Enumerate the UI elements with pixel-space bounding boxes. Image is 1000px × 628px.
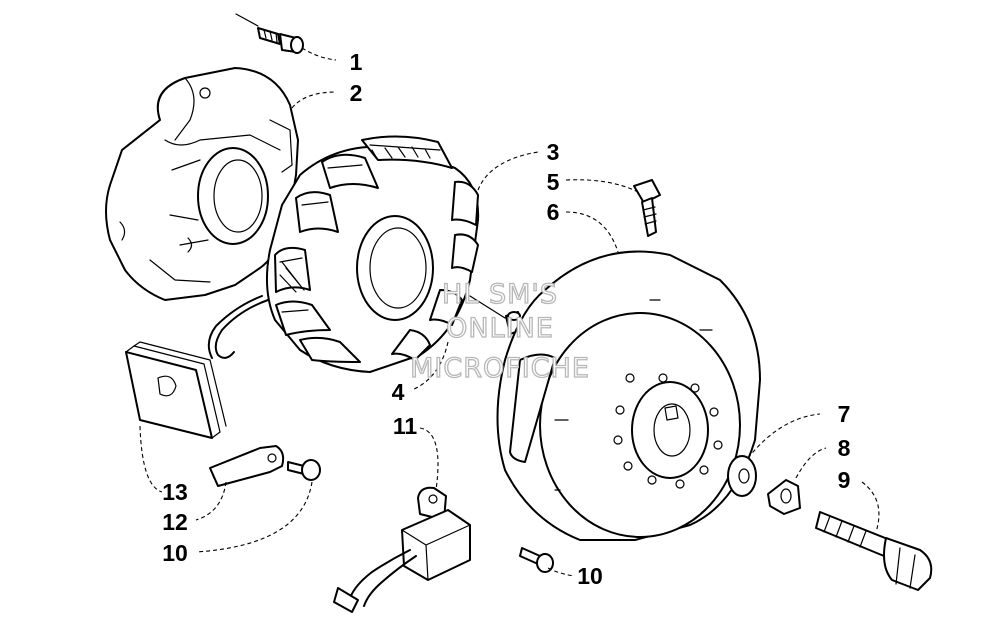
part-3-stator [207,135,480,373]
callout-13: 13 [162,479,188,505]
callout-7: 7 [838,401,851,427]
callout-10-left: 10 [162,540,188,566]
part-8-nut [767,479,801,515]
part-13-plate [125,341,227,439]
callout-1: 1 [350,49,363,75]
callout-6: 6 [547,199,560,225]
callout-4: 4 [392,379,405,405]
callout-2: 2 [350,80,363,106]
callout-8: 8 [838,435,851,461]
part-9-bolt [815,511,933,591]
part-11-pulser-coil [333,486,471,613]
part-10-screw-right [519,547,554,573]
part-12-bracket [209,445,285,487]
callout-10-right: 10 [577,563,603,589]
watermark-line-2: ONLINE [446,313,554,344]
callout-12: 12 [162,509,188,535]
part-2-housing-cover [105,67,299,301]
watermark-line-1: HL SM'S [442,279,558,310]
part-5-bolt [633,179,661,237]
part-6-flywheel [496,250,761,541]
watermark-line-3: MICROFICHE [410,353,590,384]
part-1-screw [235,13,304,54]
callout-9: 9 [838,467,851,493]
callout-labels: 1 2 3 5 6 4 11 7 8 9 13 12 10 10 [162,49,850,589]
callout-5: 5 [547,169,560,195]
watermark: HL SM'S ONLINE MICROFICHE [409,278,590,384]
part-10-screw-left [287,459,321,481]
leader-lines [139,47,880,577]
part-7-washer [727,455,757,497]
callout-11: 11 [393,413,418,439]
callout-3: 3 [547,139,560,165]
